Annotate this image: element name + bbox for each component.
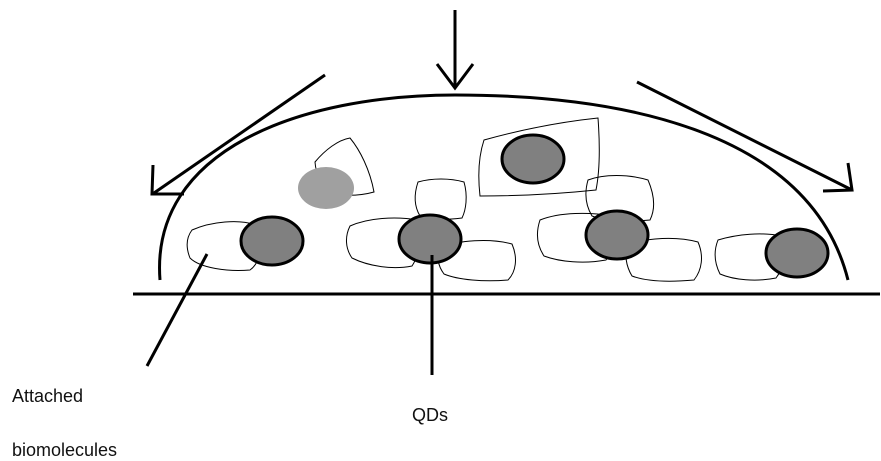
biomolecule-shape (714, 233, 785, 281)
biomolecule-shape (414, 178, 467, 220)
dome-outline (158, 93, 850, 281)
biomolecule-shape (478, 117, 600, 197)
top-arrow (435, 10, 475, 91)
qd-dot-light (298, 167, 354, 209)
qd-dot (239, 215, 305, 267)
pointer-lines (145, 253, 434, 375)
left-arrow (150, 73, 326, 196)
label-attached: Attached (12, 386, 84, 406)
biomolecule-shape (437, 240, 516, 282)
biomolecule-shape (585, 175, 655, 222)
qd-dot (397, 213, 463, 265)
label-qds: QDs (412, 405, 448, 425)
right-arrow (636, 80, 854, 193)
pointer-line-biomolecules (145, 253, 209, 367)
qd-dot (764, 227, 830, 279)
qd-dot (584, 209, 650, 261)
biomolecule-shape (625, 237, 702, 282)
label-biomolecules: biomolecules (12, 440, 118, 460)
biomolecule-shape (536, 212, 615, 263)
biomolecules (186, 117, 785, 282)
arrows (150, 10, 854, 196)
quantum-dots (239, 133, 830, 279)
qd-dot (500, 133, 566, 185)
biomolecule-shape (346, 217, 421, 269)
biomolecule-shape (186, 221, 261, 271)
